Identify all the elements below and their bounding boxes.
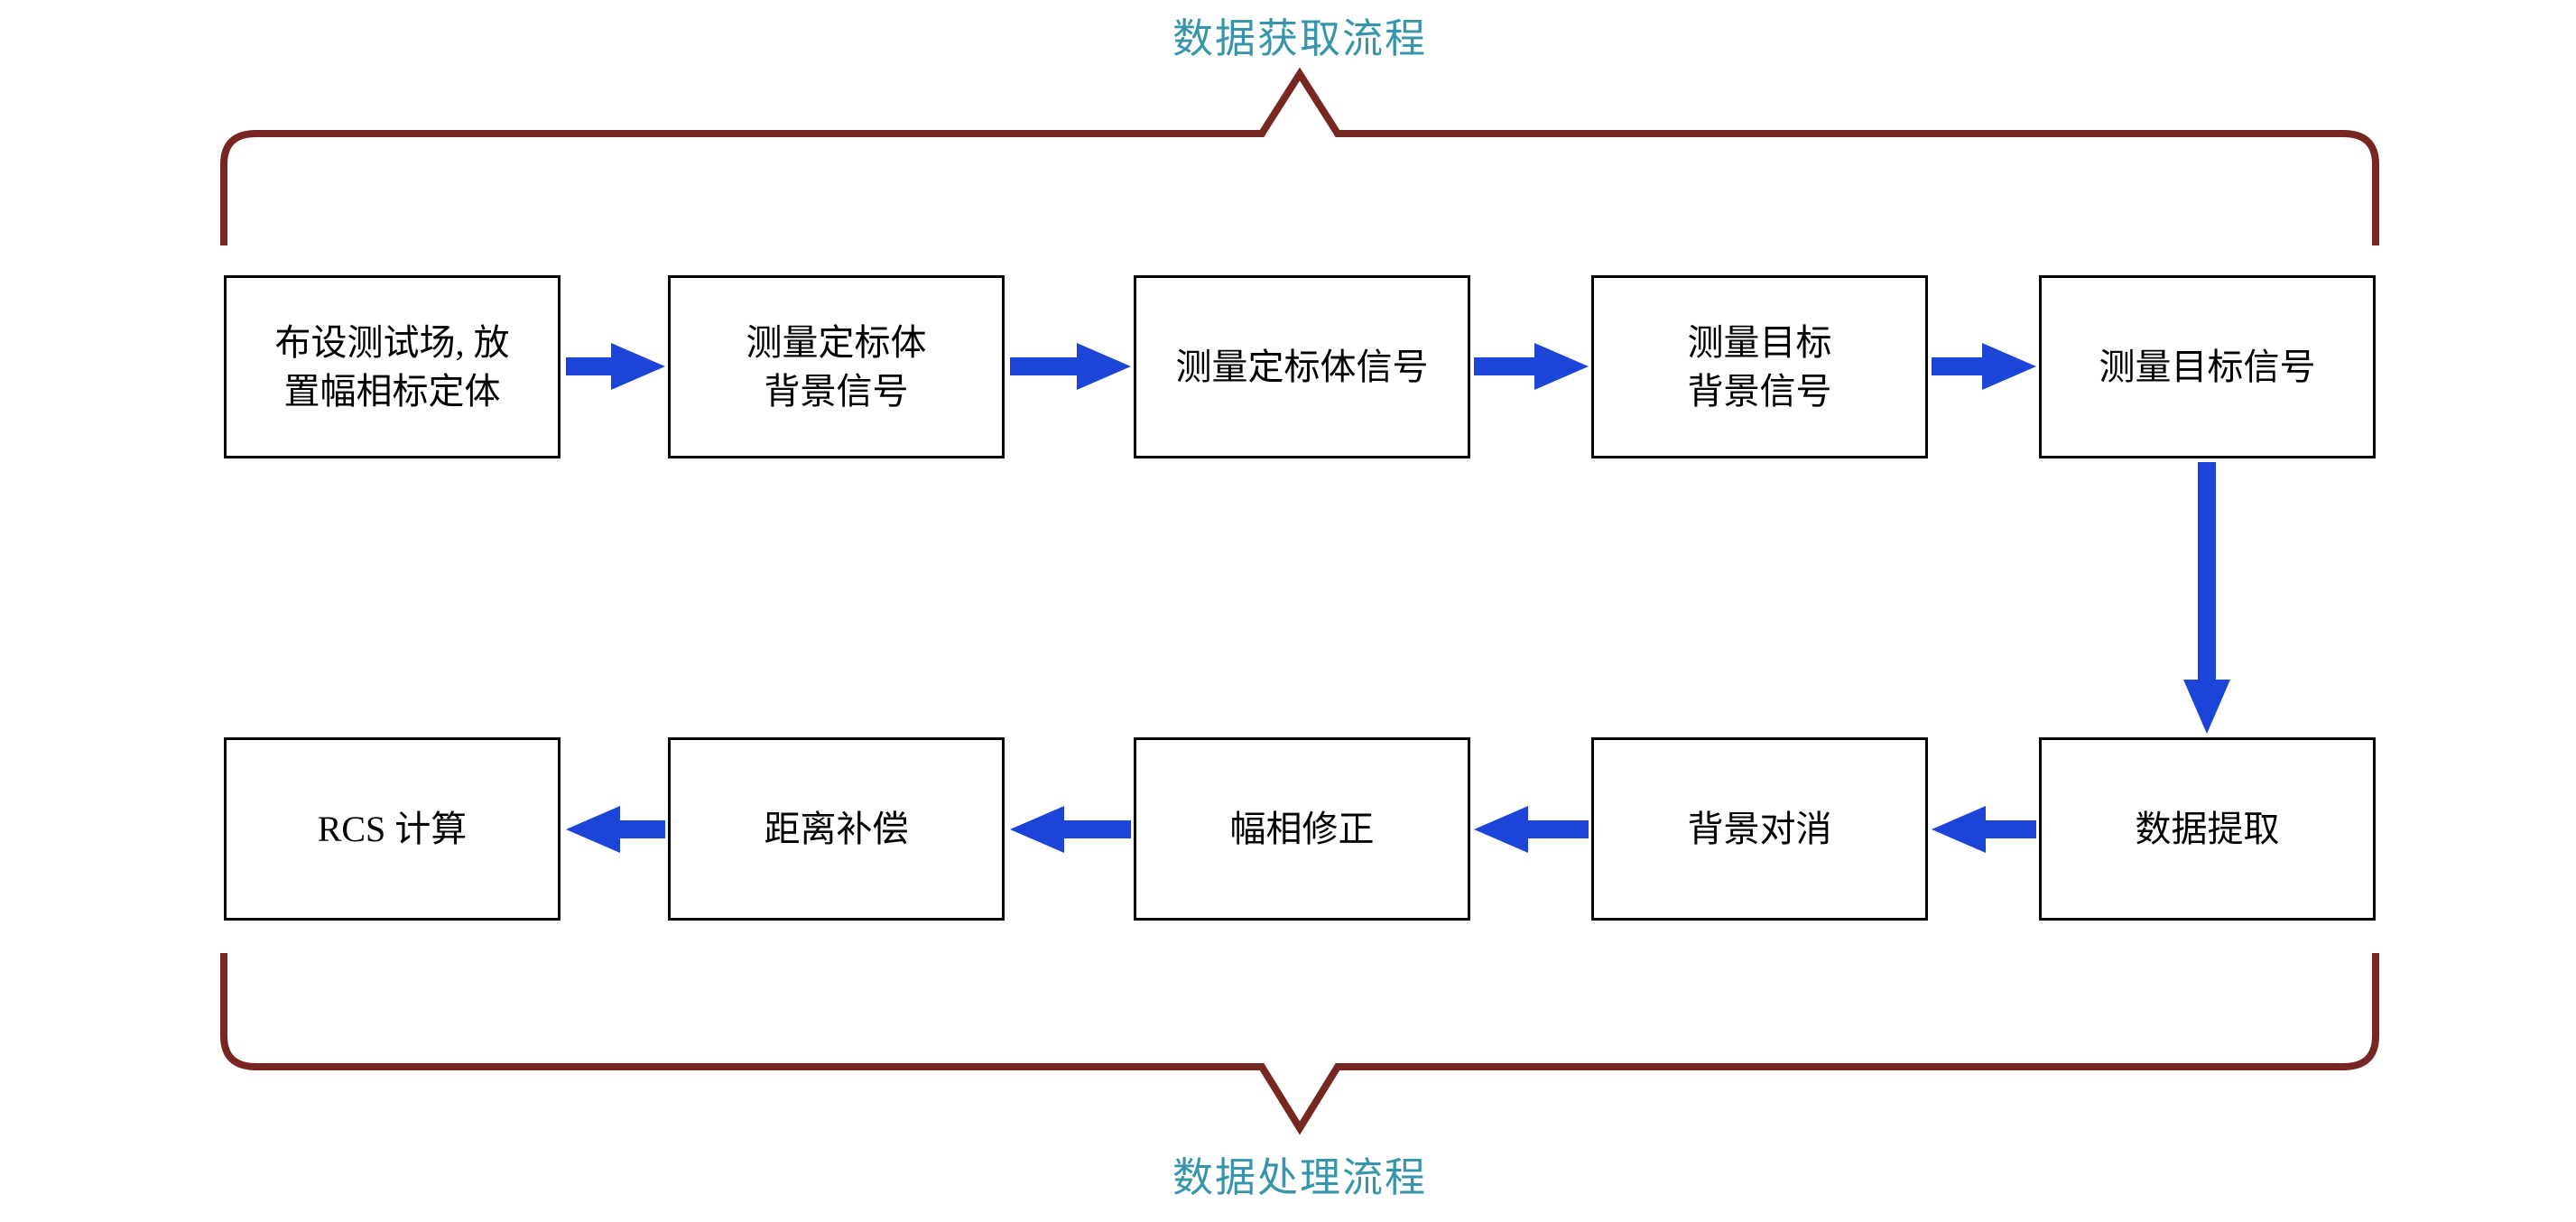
arrow-head bbox=[2183, 680, 2230, 734]
box-measure-target-signal-text: 测量目标信号 bbox=[2099, 346, 2316, 387]
arrow-head bbox=[566, 806, 620, 853]
arrow-setup-to-calibrator-background bbox=[566, 343, 665, 390]
arrow-calibrator-signal-to-target-background bbox=[1474, 343, 1589, 390]
arrow-head bbox=[1010, 806, 1064, 853]
box-measure-target-background-text: 测量目标 背景信号 bbox=[1687, 321, 1832, 412]
arrow-head bbox=[1982, 343, 2036, 390]
data-processing-brace bbox=[220, 953, 2379, 1135]
box-data-extraction: 数据提取 bbox=[2039, 737, 2376, 921]
arrow-background-cancellation-to-amplitude-phase-correction bbox=[1474, 806, 1589, 853]
arrow-head bbox=[1474, 806, 1528, 853]
data-acquisition-brace bbox=[220, 67, 2379, 245]
arrow-head bbox=[1077, 343, 1131, 390]
box-measure-calibrator-signal-text: 测量定标体信号 bbox=[1175, 346, 1429, 387]
bottom-flow-label: 数据处理流程 bbox=[1172, 1155, 1427, 1200]
arrow-target-signal-to-data-extraction bbox=[2183, 462, 2230, 734]
box-measure-target-signal: 测量目标信号 bbox=[2039, 275, 2376, 458]
box-range-compensation: 距离补偿 bbox=[668, 737, 1005, 921]
box-data-extraction-text: 数据提取 bbox=[2135, 808, 2280, 849]
arrow-head bbox=[1932, 806, 1986, 853]
arrow-calibrator-background-to-calibrator-signal bbox=[1010, 343, 1131, 390]
arrow-head bbox=[1534, 343, 1589, 390]
box-measure-calibrator-signal: 测量定标体信号 bbox=[1134, 275, 1470, 458]
box-measure-calibrator-background: 测量定标体 背景信号 bbox=[668, 275, 1005, 458]
box-rcs-calculation-text: RCS 计算 bbox=[317, 808, 468, 849]
box-background-cancellation: 背景对消 bbox=[1591, 737, 1928, 921]
box-background-cancellation-text: 背景对消 bbox=[1687, 808, 1832, 849]
arrow-range-compensation-to-rcs-calculation bbox=[566, 806, 665, 853]
box-measure-target-background: 测量目标 背景信号 bbox=[1591, 275, 1928, 458]
top-flow-label: 数据获取流程 bbox=[1172, 16, 1427, 61]
box-range-compensation-text: 距离补偿 bbox=[764, 808, 909, 849]
arrow-head bbox=[611, 343, 665, 390]
box-amplitude-phase-correction-text: 幅相修正 bbox=[1229, 808, 1375, 849]
arrow-amplitude-phase-correction-to-range-compensation bbox=[1010, 806, 1131, 853]
box-rcs-calculation: RCS 计算 bbox=[224, 737, 561, 921]
box-setup-test-site-text: 布设测试场, 放 置幅相标定体 bbox=[274, 321, 510, 412]
arrow-target-background-to-target-signal bbox=[1932, 343, 2036, 390]
box-setup-test-site: 布设测试场, 放 置幅相标定体 bbox=[224, 275, 561, 458]
arrow-data-extraction-to-background-cancellation bbox=[1932, 806, 2036, 853]
box-amplitude-phase-correction: 幅相修正 bbox=[1134, 737, 1470, 921]
box-measure-calibrator-background-text: 测量定标体 背景信号 bbox=[746, 321, 927, 412]
